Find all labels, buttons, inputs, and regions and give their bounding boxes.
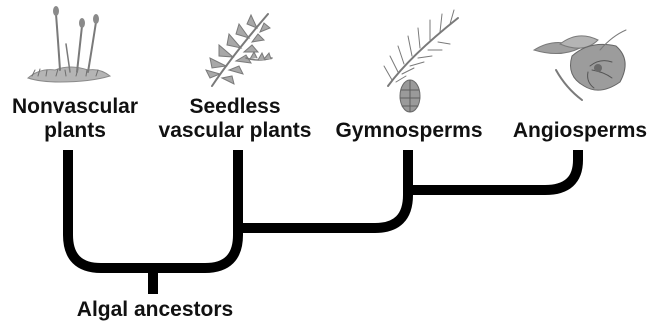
label-seedless-line1: Seedless xyxy=(189,95,280,118)
label-nonvascular-plants-line2: plants xyxy=(44,119,106,142)
label-algal-ancestors-text: Algal ancestors xyxy=(77,298,233,321)
cladogram-branches xyxy=(68,150,578,294)
label-angiosperms-text: Angiosperms xyxy=(513,119,647,142)
label-nonvascular-line2: plants xyxy=(44,119,106,142)
label-nonvascular-plants: Nonvascular xyxy=(12,95,138,118)
label-gymnosperms-text: Gymnosperms xyxy=(335,119,482,142)
label-seedless-vascular-plants: Seedless xyxy=(189,95,280,118)
pine-cone-icon xyxy=(384,10,458,112)
fern-icon xyxy=(206,14,272,86)
label-nonvascular-line1: Nonvascular xyxy=(12,95,138,118)
label-algal-ancestors: Algal ancestors xyxy=(77,298,233,321)
flower-icon xyxy=(534,30,626,100)
moss-icon xyxy=(28,6,110,82)
label-seedless-line2: vascular plants xyxy=(159,119,312,142)
label-angiosperms: Angiosperms xyxy=(513,119,647,142)
label-gymnosperms: Gymnosperms xyxy=(335,119,482,142)
label-seedless-vascular-plants-line2: vascular plants xyxy=(159,119,312,142)
